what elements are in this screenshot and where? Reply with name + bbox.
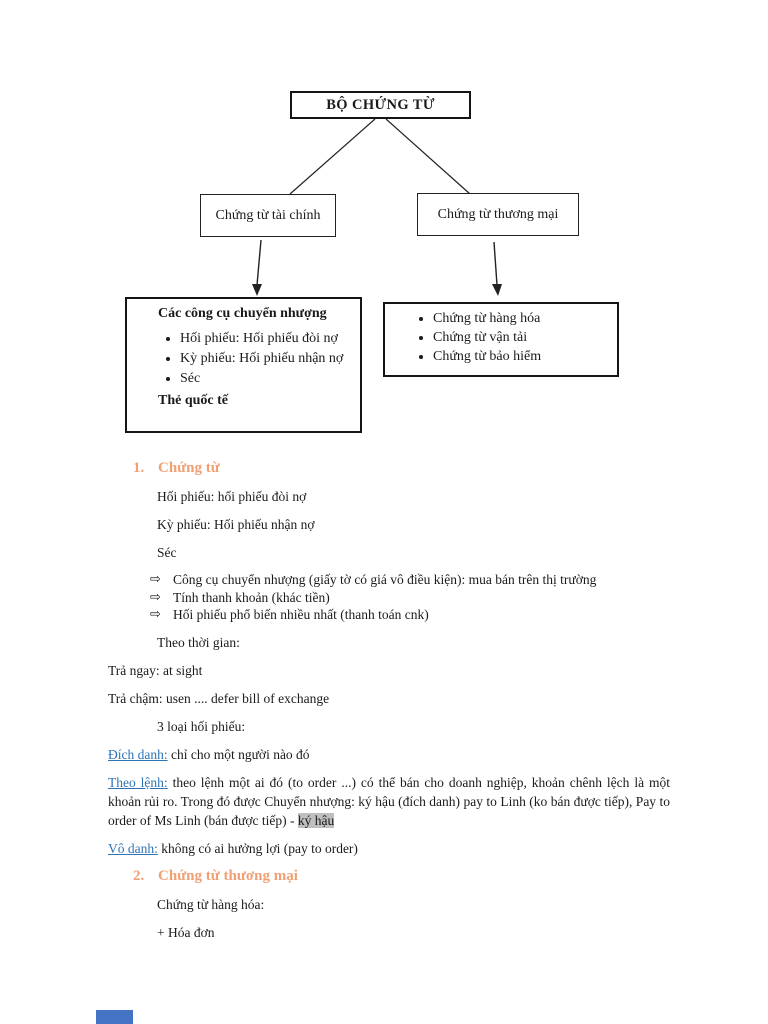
vo-danh-text: không có ai hưởng lợi (pay to order) — [157, 840, 358, 856]
arrow-bullet-icon: ⇨ — [150, 572, 161, 587]
list-item: Chứng từ bảo hiểm — [433, 347, 617, 366]
section-heading-1: 1. Chứng từ — [133, 459, 670, 478]
next-page-blue-fragment — [96, 1010, 133, 1024]
branch-financial-label: Chứng từ tài chính — [215, 207, 321, 223]
arrow-item-text: Tính thanh khoản (khác tiền) — [173, 589, 330, 605]
list-item: ⇨ Công cụ chuyển nhượng (giấy tờ có giá … — [150, 571, 670, 589]
section-number: 2. — [133, 867, 145, 884]
transfer-instruments-box: Các công cụ chuyển nhượng Hối phiếu: Hối… — [125, 297, 362, 433]
list-item: Chứng từ vận tải — [433, 328, 617, 347]
para-tra-ngay: Trả ngay: at sight — [108, 662, 203, 678]
section-title: Chứng từ — [158, 460, 220, 476]
diagram-branch-financial: Chứng từ tài chính — [200, 194, 336, 237]
transfer-box-footer: Thẻ quốc tế — [158, 393, 228, 408]
para-vo-danh: Vô danh: không có ai hưởng lợi (pay to o… — [108, 839, 670, 858]
list-item: Chứng từ hàng hóa — [433, 309, 617, 328]
arrow-bullet-list: ⇨ Công cụ chuyển nhượng (giấy tờ có giá … — [150, 571, 670, 624]
list-item: Kỳ phiếu: Hối phiếu nhận nợ — [180, 349, 350, 368]
commercial-box-list: Chứng từ hàng hóa Chứng từ vận tải Chứng… — [385, 309, 617, 366]
notes-body: 1. Chứng từ Hối phiếu: hối phiếu đòi nợ K… — [108, 459, 670, 951]
diagram-branch-commercial: Chứng từ thương mại — [417, 193, 579, 236]
section-heading-2: 2. Chứng từ thương mại — [133, 867, 670, 886]
para-ba-loai: 3 loại hối phiếu: — [157, 718, 246, 734]
arrow-bullet-icon: ⇨ — [150, 589, 161, 605]
para-theo-thoi-gian: Theo thời gian: — [157, 634, 240, 650]
arrow-bullet-icon: ⇨ — [150, 607, 161, 622]
dich-danh-label: Đích danh: — [108, 746, 168, 762]
para-hoi-phieu: Hối phiếu: hối phiếu đòi nợ — [157, 489, 307, 504]
section-title: Chứng từ thương mại — [158, 867, 298, 884]
list-item: ⇨ Hối phiếu phổ biến nhiều nhất (thanh t… — [150, 606, 670, 624]
diagram-root-box: BỘ CHỨNG TỪ — [290, 91, 471, 119]
branch-line-left — [289, 118, 376, 195]
arrow-item-text: Công cụ chuyển nhượng (giấy tờ có giá vô… — [173, 572, 597, 587]
arrow-item-text: Hối phiếu phổ biến nhiều nhất (thanh toá… — [173, 607, 429, 622]
list-item: Hối phiếu: Hối phiếu đòi nợ — [180, 329, 350, 348]
para-dich-danh: Đích danh: chỉ cho một người nào đó — [108, 745, 670, 764]
theo-lenh-text: theo lệnh một ai đó (to order ...) có th… — [108, 774, 670, 828]
para-hoa-don: + Hóa đơn — [157, 924, 215, 940]
branch-commercial-label: Chứng từ thương mại — [437, 206, 559, 222]
para-theo-lenh: Theo lệnh: theo lệnh một ai đó (to order… — [108, 773, 670, 830]
para-tra-cham: Trả chậm: usen .... defer bill of exchan… — [108, 690, 330, 706]
para-sec: Séc — [157, 545, 177, 560]
list-item: Séc — [180, 369, 350, 388]
para-ky-phieu: Kỳ phiếu: Hối phiếu nhận nợ — [157, 517, 315, 532]
transfer-box-title: Các công cụ chuyển nhượng — [158, 306, 327, 321]
section-number: 1. — [133, 460, 145, 476]
branch-line-right — [385, 118, 471, 195]
list-item: ⇨ Tính thanh khoản (khác tiền) — [150, 589, 670, 607]
highlighted-text: ký hậu — [297, 812, 335, 828]
commercial-docs-box: Chứng từ hàng hóa Chứng từ vận tải Chứng… — [383, 302, 619, 377]
down-arrow-left-icon — [252, 239, 262, 296]
para-hang-hoa: Chứng từ hàng hóa: — [157, 896, 265, 912]
dich-danh-text: chỉ cho một người nào đó — [167, 746, 310, 762]
diagram-root-label: BỘ CHỨNG TỪ — [326, 96, 435, 113]
down-arrow-right-icon — [492, 241, 502, 296]
theo-lenh-label: Theo lệnh: — [108, 774, 168, 790]
transfer-box-list: Hối phiếu: Hối phiếu đòi nợ Kỳ phiếu: Hố… — [158, 329, 350, 388]
vo-danh-label: Vô danh: — [108, 840, 158, 856]
